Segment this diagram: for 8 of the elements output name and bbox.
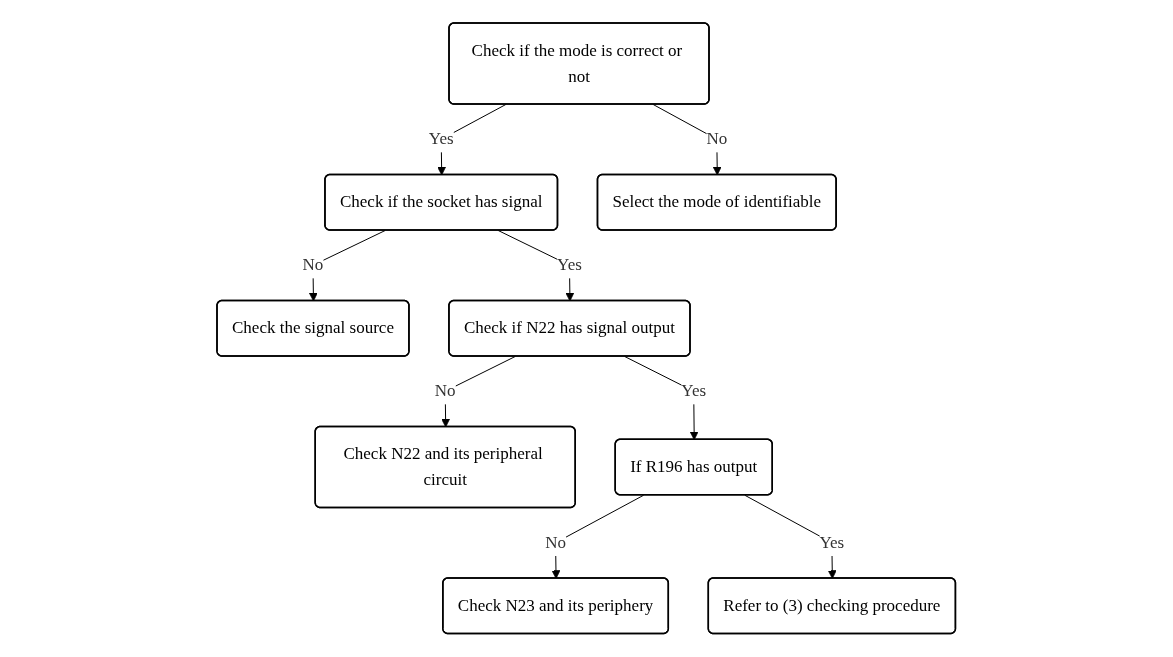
- edge-label: No: [302, 255, 324, 275]
- edge-label: Yes: [429, 129, 454, 149]
- edge-label: No: [545, 533, 567, 553]
- edge-label: Yes: [681, 381, 707, 401]
- edge-label: Yes: [819, 533, 845, 553]
- edge-label: No: [706, 129, 728, 149]
- edge-label: No: [435, 381, 456, 401]
- edge-label: Yes: [557, 255, 583, 275]
